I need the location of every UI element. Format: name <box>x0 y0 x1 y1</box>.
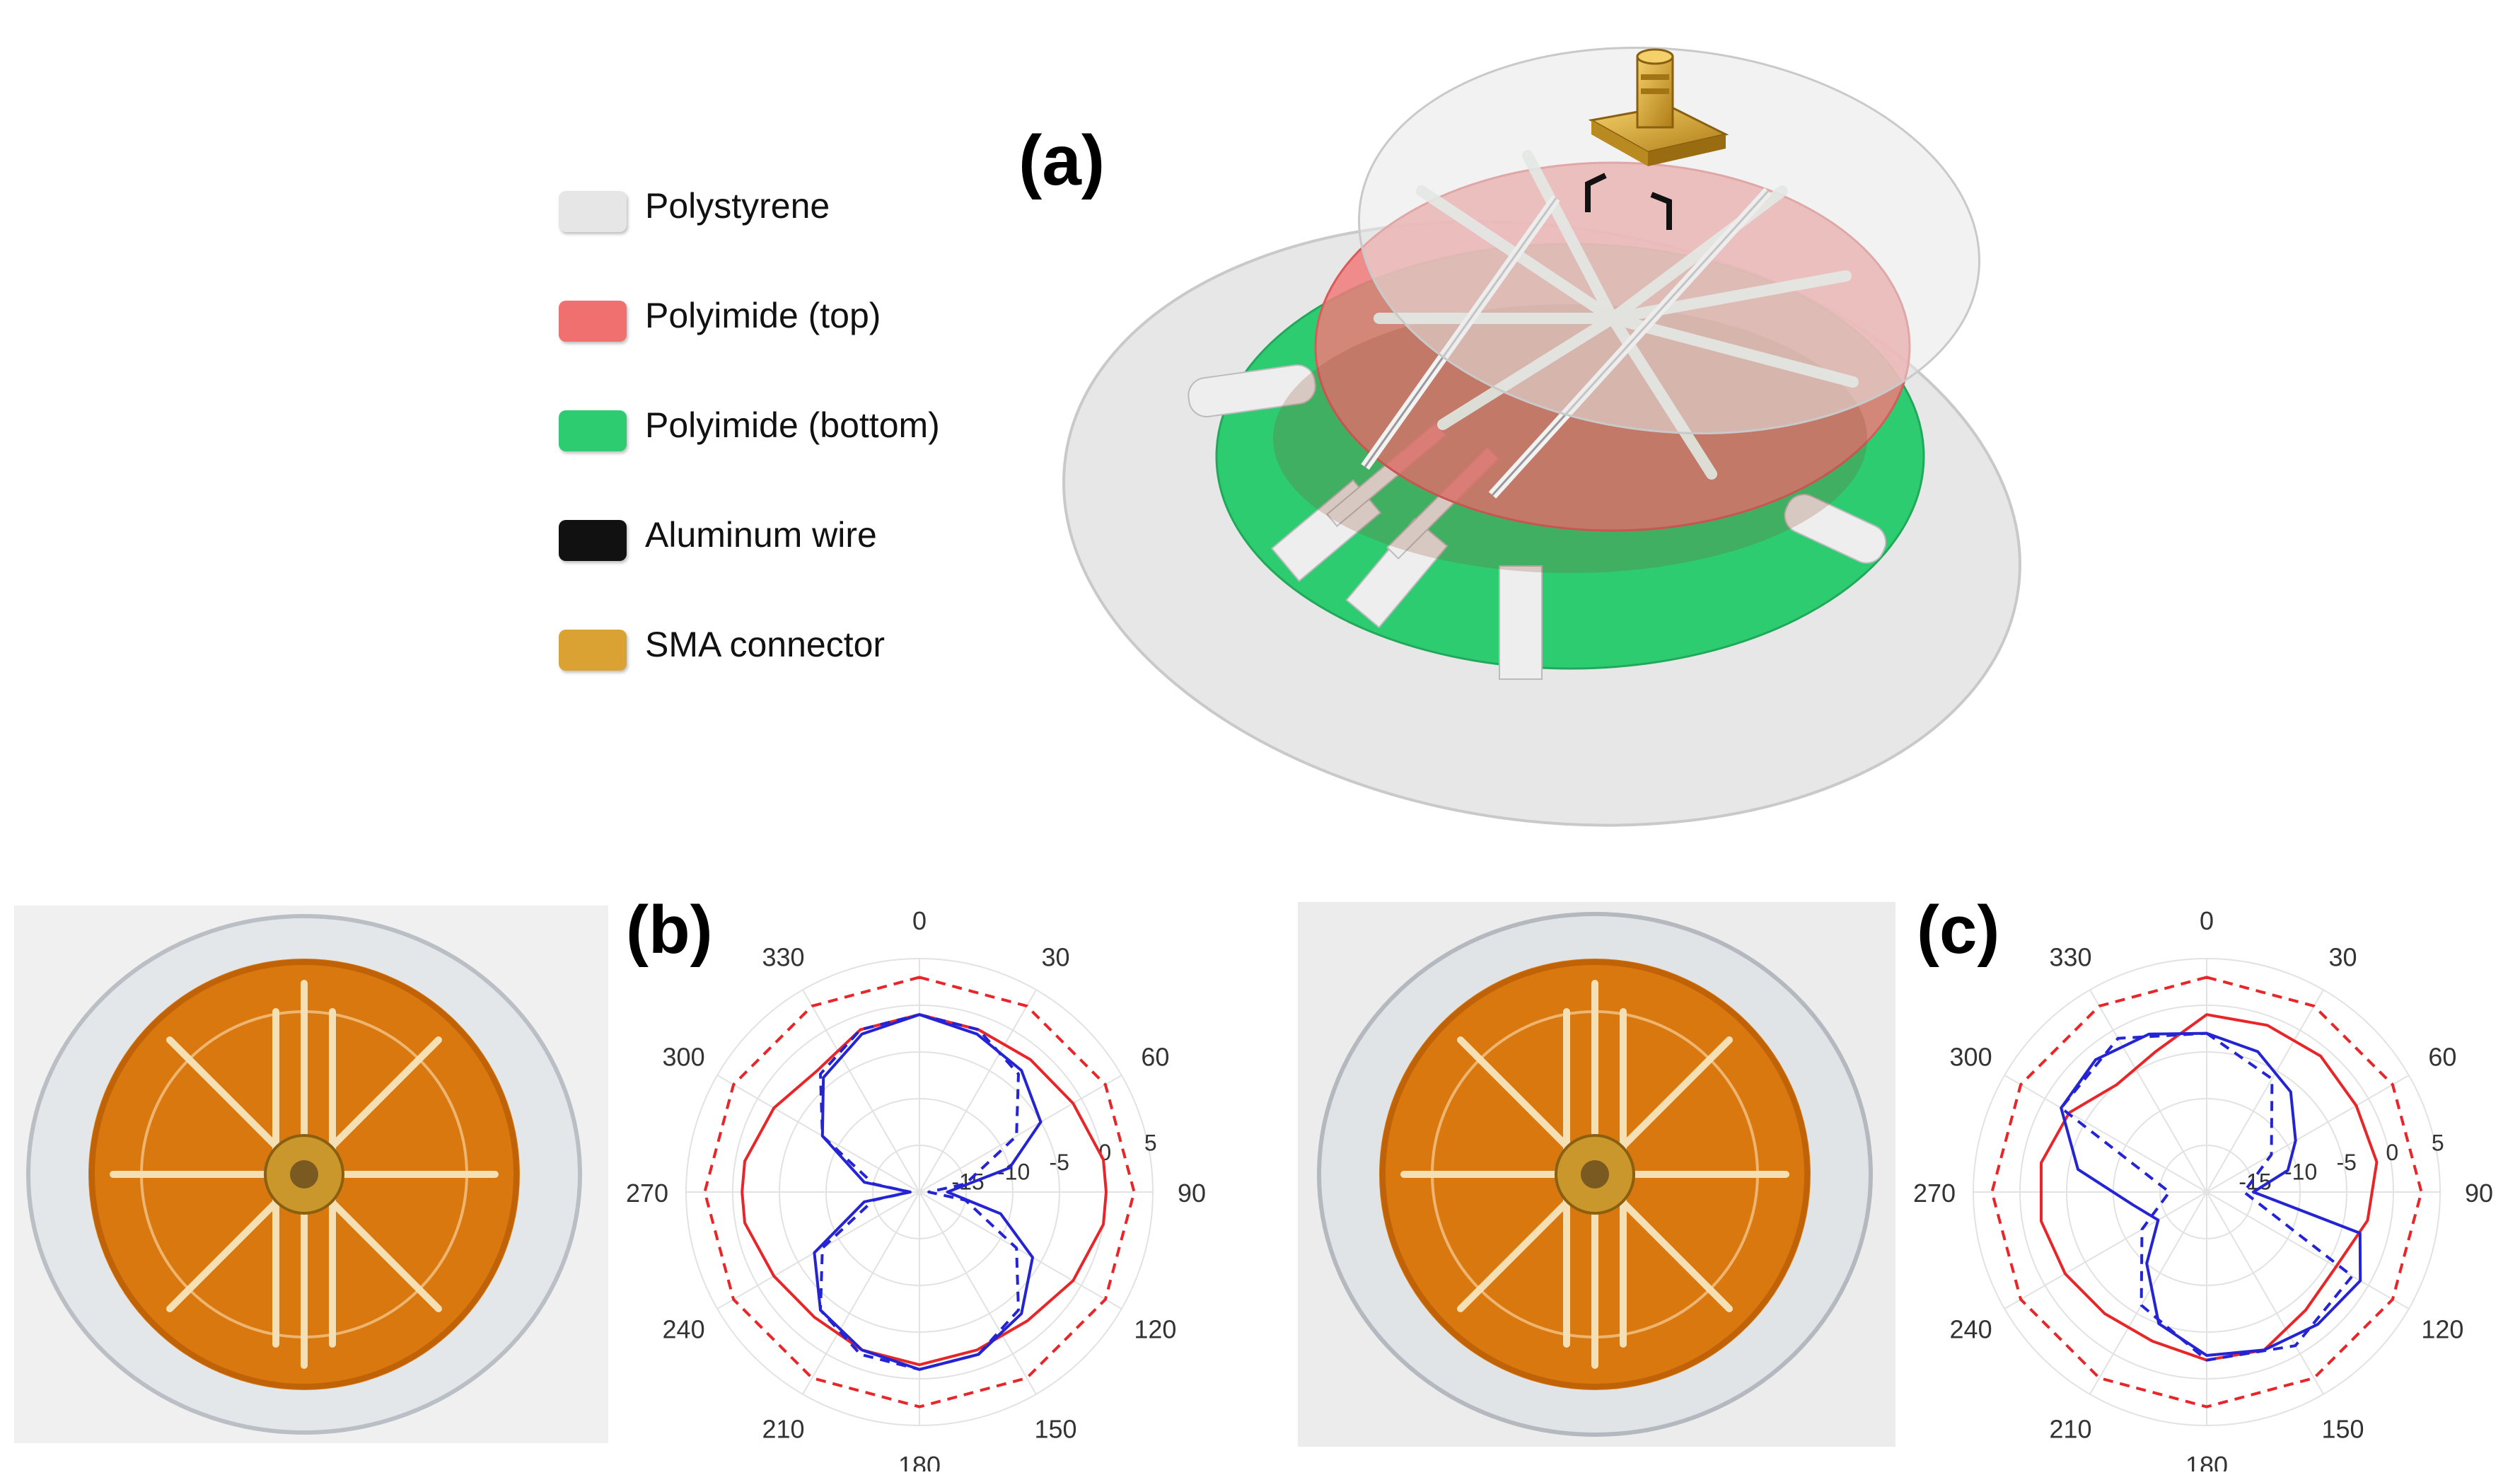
aluminum-wire-right <box>1650 192 1672 230</box>
angle-tick-label: 30 <box>2328 943 2357 972</box>
polar-series-0 <box>1990 976 2423 1409</box>
polar-grid-spoke <box>2206 1191 2324 1395</box>
angle-tick-label: 210 <box>2049 1414 2091 1443</box>
legend-swatch-polyimide-bottom <box>559 410 627 451</box>
angle-tick-label: 150 <box>2321 1414 2364 1443</box>
angle-tick-label: 300 <box>1950 1043 1992 1072</box>
polar-grid-spoke <box>919 989 1037 1193</box>
polar-grid-spoke <box>919 1075 1122 1193</box>
angle-tick-label: 240 <box>663 1315 705 1344</box>
angle-tick-label: 210 <box>762 1414 804 1443</box>
radial-tick-label: -5 <box>2336 1150 2356 1175</box>
antenna-illustration <box>1062 47 2021 827</box>
antenna-photo-c <box>1298 902 1895 1447</box>
aluminum-wire-left <box>1585 173 1607 212</box>
polar-grid-spoke <box>919 1191 1122 1309</box>
polar-grid-spoke <box>2089 989 2207 1193</box>
panel-label-c: (c) <box>1917 892 2000 968</box>
angle-tick-label: 60 <box>2428 1043 2456 1072</box>
polar-grid-spoke <box>802 1191 920 1395</box>
polystyrene-top-disk <box>1358 47 1980 434</box>
angle-tick-label: 120 <box>1134 1315 1176 1344</box>
angle-tick-label: 120 <box>2421 1315 2463 1344</box>
polar-grid-spoke <box>2089 1191 2207 1395</box>
legend-swatch-polyimide-top <box>559 301 627 342</box>
antenna-photo-b <box>14 906 608 1443</box>
polar-series-3 <box>813 1013 1043 1371</box>
polar-series-0 <box>703 976 1136 1409</box>
radial-tick-label: 0 <box>2386 1140 2398 1165</box>
polar-grid-spoke <box>919 1191 1037 1395</box>
angle-tick-label: 60 <box>1141 1043 1169 1072</box>
angle-tick-label: 0 <box>2200 906 2214 935</box>
polar-series-1 <box>741 1013 1108 1367</box>
angle-tick-label: 0 <box>912 906 927 935</box>
polar-grid-spoke <box>716 1075 920 1193</box>
legend-label-polyimide-bottom: Polyimide (bottom) <box>645 405 940 445</box>
legend-swatch-polystyrene <box>559 191 627 232</box>
polar-series-2 <box>2060 1031 2354 1362</box>
angle-tick-label: 180 <box>898 1451 941 1471</box>
angle-tick-label: 330 <box>762 943 804 972</box>
polar-grid-spoke <box>2206 1075 2410 1193</box>
radial-tick-label: -15 <box>951 1169 984 1194</box>
radial-tick-label: 5 <box>1144 1130 1157 1155</box>
legend-swatch-aluminum-wire <box>559 520 627 561</box>
legend-swatch-sma-connector <box>559 630 627 671</box>
panel-label-a: (a) <box>1018 121 1105 200</box>
legend-label-polyimide-top: Polyimide (top) <box>645 296 881 335</box>
angle-tick-label: 90 <box>2465 1179 2493 1208</box>
legend-label-sma-connector: SMA connector <box>645 625 886 664</box>
angle-tick-label: 270 <box>1913 1179 1956 1208</box>
polar-grid-spoke <box>2004 1191 2207 1309</box>
panel-label-b: (b) <box>626 892 713 968</box>
angle-tick-label: 90 <box>1178 1179 1206 1208</box>
polar-grid-spoke <box>802 989 920 1193</box>
polar-grid-spoke <box>2004 1075 2207 1193</box>
radial-tick-label: 5 <box>2432 1130 2444 1155</box>
legend-label-polystyrene: Polystyrene <box>645 186 830 226</box>
polar-grid-spoke <box>2206 1191 2410 1309</box>
legend-label-aluminum-wire: Aluminum wire <box>645 515 877 555</box>
polar-series-3 <box>2060 1031 2362 1357</box>
angle-tick-label: 180 <box>2185 1451 2228 1471</box>
angle-tick-label: 30 <box>1041 943 1069 972</box>
angle-tick-label: 330 <box>2049 943 2091 972</box>
sma-connector <box>1588 48 1729 166</box>
angle-tick-label: 270 <box>626 1179 668 1208</box>
radial-tick-label: -5 <box>1049 1150 1069 1175</box>
angle-tick-label: 150 <box>1034 1414 1076 1443</box>
polar-grid-spoke <box>2206 989 2324 1193</box>
angle-tick-label: 240 <box>1950 1315 1992 1344</box>
angle-tick-label: 300 <box>663 1043 705 1072</box>
